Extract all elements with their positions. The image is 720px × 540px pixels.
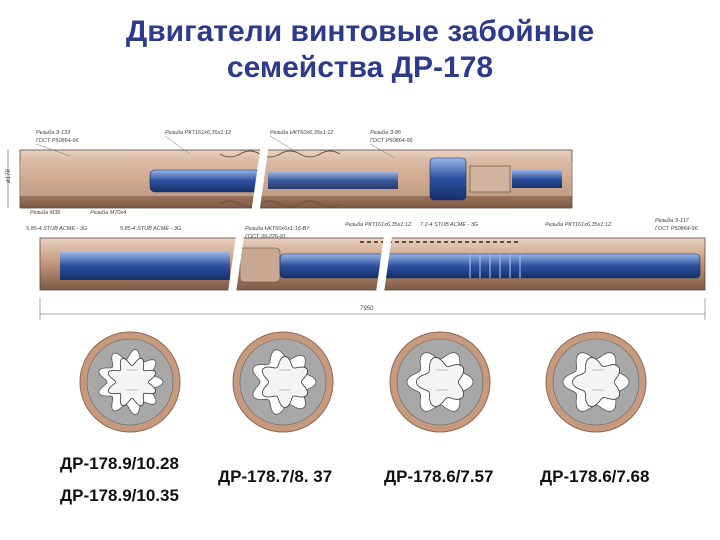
rotor (107, 357, 157, 407)
callout: Резьба НКТ60х6х1:16-В7 (245, 226, 310, 232)
callout: Резьба РКТ161х6,35х1:12 (165, 130, 231, 136)
callout: 5.85-4 STUB ACME - 3G (26, 226, 88, 232)
callout: ГОСТ Р50864-96 (370, 138, 414, 144)
rotor (572, 357, 620, 407)
callout: Резьба РКТ161х6,35х1:12 (345, 222, 411, 228)
cross-section (232, 331, 334, 433)
mid-callouts: Резьба М36 Резьба М70х4 5.85-4 STUB ACME… (26, 210, 699, 240)
section-label-3: ДР-178.6/7.57 (384, 467, 494, 486)
length-label: 7950 (360, 306, 374, 312)
callout: Резьба З-86 (370, 130, 402, 136)
section-label-2: ДР-178.7/8. 37 (218, 467, 333, 486)
cross-section (545, 331, 647, 433)
top-callouts: Резьба З-133 ГОСТ Р50864-96 Резьба РКТ16… (36, 130, 414, 144)
callout: ГОСТ Р50864-96 (655, 226, 699, 232)
callout: Резьба З-133 (36, 130, 71, 136)
motor-drawing: ø178 Резьба З-133 ГОСТ Р50864-96 Резьба … (6, 130, 706, 320)
cross-section (389, 331, 491, 433)
callout: 5.85-4 STUB ACME - 3G (120, 226, 182, 232)
section-label-1b: ДР-178.9/10.35 (60, 486, 179, 505)
lower-assembly: 7950 (39, 233, 706, 320)
callout: Резьба РКТ161х6,35х1:12 (545, 222, 611, 228)
page-title: Двигатели винтовые забойные семейства ДР… (0, 14, 720, 86)
callout: Резьба НКТ60х6,35х1:12 (270, 130, 333, 136)
callout: Резьба М36 (30, 210, 61, 216)
diameter-label: ø178 (6, 169, 12, 183)
callout: ГОСТ Р50864-96 (36, 138, 80, 144)
section-label-4: ДР-178.6/7.68 (540, 467, 650, 486)
title-line-1: Двигатели винтовые забойные (125, 15, 595, 48)
callout: 7.2-4 STUB ACME - 3G (420, 222, 479, 228)
cross-section (79, 331, 181, 433)
upper-assembly: ø178 (6, 145, 573, 213)
title-line-2: семейства ДР-178 (226, 51, 494, 84)
callout: Резьба З-117 (655, 218, 690, 224)
section-label-1a: ДР-178.9/10.28 (60, 454, 179, 473)
callout: ГОСТ 39-226-91 (245, 234, 286, 240)
rotor (261, 356, 309, 408)
rotor (416, 357, 464, 407)
cross-sections (79, 331, 647, 433)
callout: Резьба М70х4 (90, 210, 126, 216)
